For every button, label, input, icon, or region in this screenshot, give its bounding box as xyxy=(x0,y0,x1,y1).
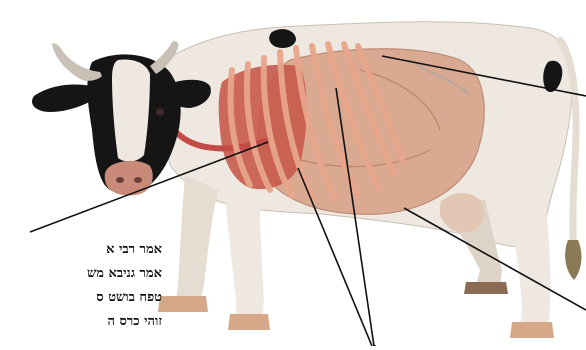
hoof-4 xyxy=(510,322,554,338)
nostril-1 xyxy=(116,177,124,183)
hind-leg-front xyxy=(500,190,551,328)
caption-line-4: זוהי כרס ה xyxy=(22,310,162,334)
nostril-2 xyxy=(134,177,142,183)
caption-line-1: אמר רבי א xyxy=(22,238,162,262)
muzzle xyxy=(105,161,153,196)
front-leg-left xyxy=(176,175,218,302)
hoof-1 xyxy=(158,296,208,312)
hebrew-caption: אמר רבי א אמר גניבא מש טפח בושט ס זוהי כ… xyxy=(22,238,162,338)
hoof-2 xyxy=(228,314,270,330)
tail-tuft xyxy=(565,240,581,280)
ear-left xyxy=(32,84,96,112)
eye xyxy=(156,108,164,116)
caption-line-3: טפח בושט ס xyxy=(22,286,162,310)
caption-line-2: אמר גניבא מש xyxy=(22,262,162,286)
front-leg-right xyxy=(225,195,264,320)
head-blaze xyxy=(112,60,150,162)
hoof-3 xyxy=(464,282,508,294)
